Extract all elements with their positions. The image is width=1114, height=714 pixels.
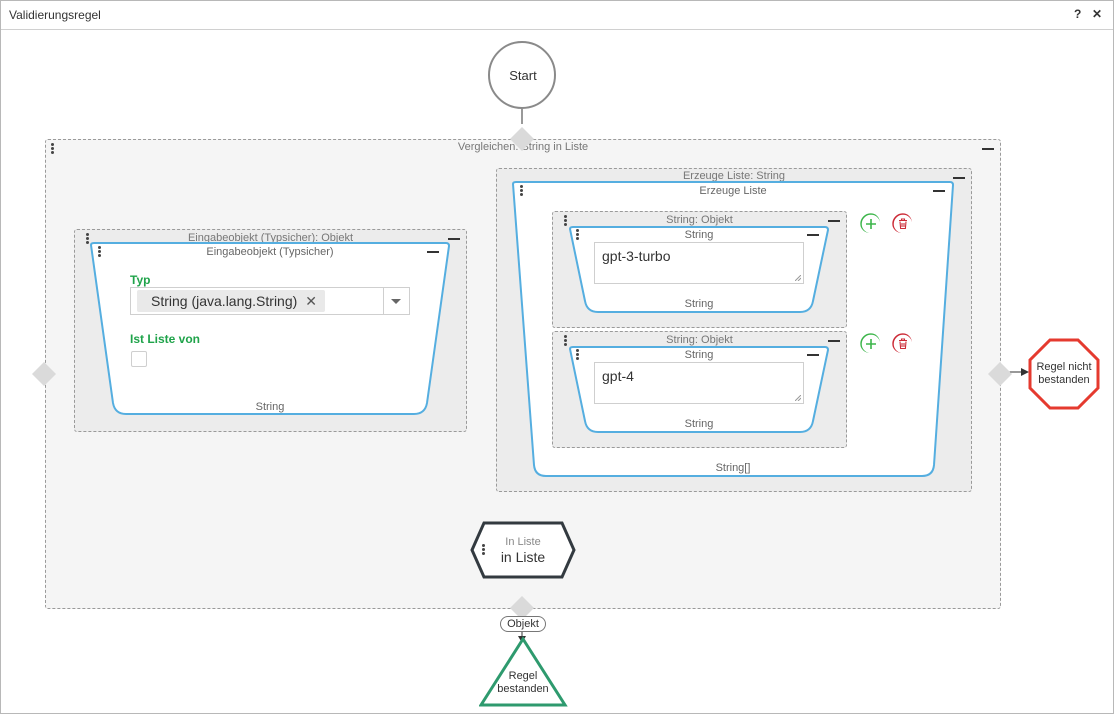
typ-chip-remove-icon[interactable]: ✕ bbox=[305, 293, 318, 309]
compare-input-port[interactable] bbox=[509, 126, 535, 152]
string-value-text: gpt-3-turbo bbox=[602, 248, 671, 264]
string-node-label: String bbox=[684, 349, 714, 361]
rule-passed-label-line2: bestanden bbox=[497, 683, 549, 695]
delete-item-button[interactable] bbox=[892, 213, 912, 233]
close-button[interactable]: ✕ bbox=[1092, 7, 1103, 21]
list-item-group-collapse-button[interactable] bbox=[828, 340, 840, 342]
compare-group-menu-icon[interactable] bbox=[51, 143, 55, 155]
arrow-to-fail bbox=[1021, 368, 1029, 376]
string-output-label: String bbox=[684, 298, 714, 310]
string-node-collapse-button[interactable] bbox=[807, 234, 819, 236]
create-list-node-collapse-button[interactable] bbox=[933, 190, 945, 192]
typ-select[interactable]: String (java.lang.String) ✕ bbox=[130, 287, 410, 315]
create-list-group-label: Erzeuge Liste: String bbox=[682, 170, 786, 182]
rule-failed-label-line2: bestanden bbox=[1038, 374, 1090, 386]
create-list-node-label: Erzeuge Liste bbox=[699, 185, 767, 197]
list-item-group-label: String: Objekt bbox=[666, 214, 733, 226]
window-titlebar: Validierungsregel ? ✕ bbox=[1, 1, 1113, 30]
string-value-input[interactable]: gpt-4 bbox=[594, 362, 804, 404]
input-object-node-menu-icon[interactable] bbox=[98, 246, 102, 258]
input-object-group-menu-icon[interactable] bbox=[86, 233, 90, 245]
resize-grip-icon[interactable] bbox=[795, 275, 801, 281]
output-type-badge: Objekt bbox=[500, 616, 546, 632]
string-output-label: String bbox=[684, 418, 714, 430]
is-list-label: Ist Liste von bbox=[130, 332, 201, 346]
in-list-node-title: in Liste bbox=[500, 549, 546, 565]
rule-failed-label-line1: Regel nicht bbox=[1036, 361, 1092, 373]
input-object-node-shape[interactable] bbox=[88, 241, 452, 417]
flow-canvas[interactable]: Start Vergleichen: String in Liste Einga… bbox=[1, 30, 1113, 713]
input-object-node-collapse-button[interactable] bbox=[427, 251, 439, 253]
string-node-collapse-button[interactable] bbox=[807, 354, 819, 356]
resize-grip-icon[interactable] bbox=[795, 395, 801, 401]
input-object-group-label: Eingabeobjekt (Typsicher): Objekt bbox=[187, 232, 354, 244]
chevron-down-icon[interactable] bbox=[391, 299, 401, 304]
compare-right-port[interactable] bbox=[987, 361, 1013, 387]
string-value-text: gpt-4 bbox=[602, 368, 634, 384]
input-object-node-label: Eingabeobjekt (Typsicher) bbox=[206, 246, 334, 258]
add-item-button[interactable] bbox=[860, 213, 880, 233]
list-item-group-collapse-button[interactable] bbox=[828, 220, 840, 222]
rule-passed-label-line1: Regel bbox=[508, 670, 538, 682]
create-list-group-collapse-button[interactable] bbox=[953, 177, 965, 179]
typ-chip: String (java.lang.String) ✕ bbox=[137, 290, 326, 312]
typ-select-divider bbox=[383, 288, 384, 314]
delete-item-button[interactable] bbox=[892, 333, 912, 353]
typ-label: Typ bbox=[130, 273, 151, 287]
add-item-button[interactable] bbox=[860, 333, 880, 353]
rule-passed-node-shape[interactable] bbox=[479, 636, 569, 708]
string-node-label: String bbox=[684, 229, 714, 241]
string-node-menu-icon[interactable] bbox=[576, 229, 580, 241]
input-object-output-label: String bbox=[255, 401, 285, 413]
rule-failed-node-shape[interactable] bbox=[1028, 338, 1100, 410]
input-object-group-collapse-button[interactable] bbox=[448, 238, 460, 240]
string-value-input[interactable]: gpt-3-turbo bbox=[594, 242, 804, 284]
rule-passed-label: Regel bestanden bbox=[479, 670, 567, 696]
create-list-node-menu-icon[interactable] bbox=[520, 185, 524, 197]
help-button[interactable]: ? bbox=[1074, 7, 1082, 21]
in-list-node-menu-icon[interactable] bbox=[482, 544, 486, 556]
compare-left-port[interactable] bbox=[31, 361, 57, 387]
start-node-label: Start bbox=[509, 68, 537, 83]
list-item-group-label: String: Objekt bbox=[666, 334, 733, 346]
in-list-node-shape[interactable] bbox=[470, 521, 576, 579]
is-list-checkbox[interactable] bbox=[131, 351, 147, 367]
compare-group-collapse-button[interactable] bbox=[982, 148, 994, 150]
list-item-group-menu-icon[interactable] bbox=[564, 335, 568, 347]
start-node-shape[interactable] bbox=[487, 40, 559, 110]
in-list-node-subtitle: In Liste bbox=[505, 536, 541, 548]
window-title: Validierungsregel bbox=[9, 8, 101, 22]
compare-output-port[interactable] bbox=[509, 595, 535, 621]
create-list-output-label: String[] bbox=[715, 462, 751, 474]
rule-failed-label: Regel nicht bestanden bbox=[1028, 361, 1100, 387]
typ-chip-value: String (java.lang.String) bbox=[151, 293, 298, 309]
string-node-menu-icon[interactable] bbox=[576, 349, 580, 361]
list-item-group-menu-icon[interactable] bbox=[564, 215, 568, 227]
